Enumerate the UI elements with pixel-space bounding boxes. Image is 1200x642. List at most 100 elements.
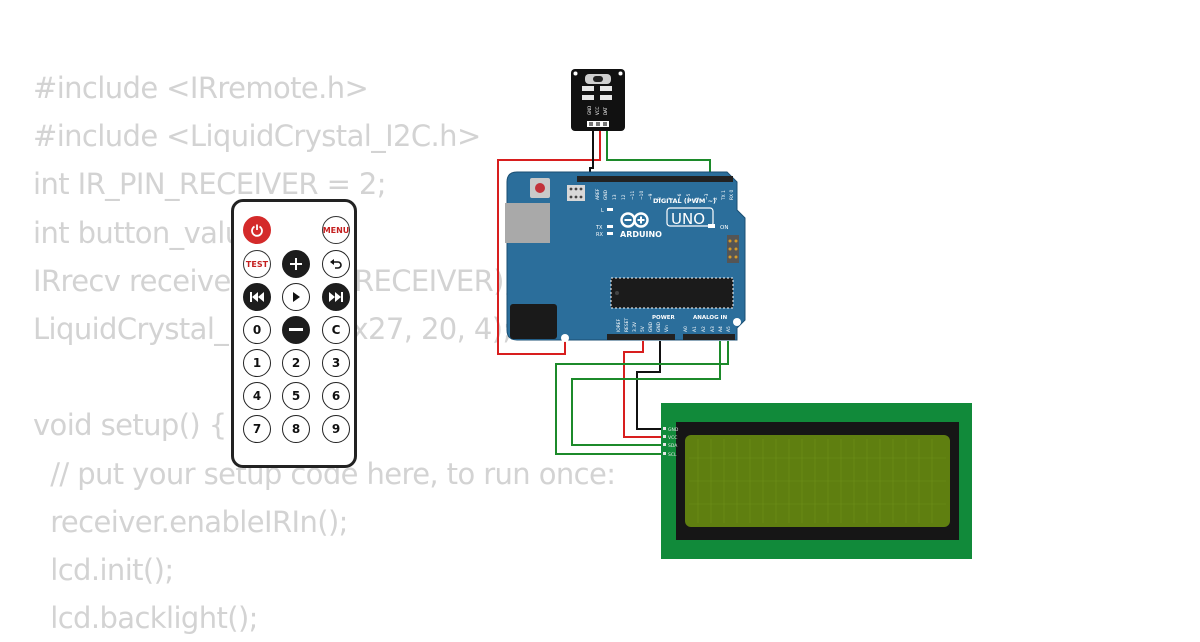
svg-text:RESET: RESET	[624, 318, 630, 332]
power-jack	[510, 304, 557, 339]
digital-pin-labels: AREF GND 13 12 ~11 ~10 ~9 8 7 ~6 ~5 4 ~3…	[595, 188, 735, 201]
ir-remote-control: MENU TEST 0 C 1 2 3 4 5 6 7 8 9	[231, 199, 357, 468]
minus-icon	[289, 328, 303, 331]
usb-connector	[505, 203, 550, 243]
analog-pin-labels: A0 A1 A2 A3 A4 A5	[683, 326, 732, 332]
svg-text:~3: ~3	[704, 193, 710, 200]
ir-receiver-module[interactable]: GND VCC DAT	[571, 69, 625, 131]
digit-9-button[interactable]: 9	[322, 415, 350, 443]
led-label-l: L	[601, 208, 604, 214]
led-label-tx: TX	[595, 225, 603, 231]
ir-pin-label-vcc: VCC	[595, 106, 600, 115]
code-line: lcd.backlight();	[33, 601, 258, 636]
digital-header-label: DIGITAL (PWM ~)	[653, 197, 716, 205]
back-arrow-icon	[330, 259, 342, 269]
digit-5-button[interactable]: 5	[282, 382, 310, 410]
wire-lcd-gnd	[636, 341, 665, 430]
on-led-label: ON	[720, 225, 728, 231]
svg-text:IOREF: IOREF	[616, 318, 622, 332]
power-pin-labels: IOREF RESET 3.3V 5V GND GND Vin	[616, 318, 670, 332]
play-button[interactable]	[282, 283, 310, 311]
digit-7-button[interactable]: 7	[243, 415, 271, 443]
arduino-uno-board[interactable]: AREF GND 13 12 ~11 ~10 ~9 8 7 ~6 ~5 4 ~3…	[503, 170, 747, 342]
svg-text:GND: GND	[648, 321, 654, 332]
play-icon	[293, 292, 300, 302]
test-button[interactable]: TEST	[243, 250, 271, 278]
volume-up-button[interactable]	[282, 250, 310, 278]
board-brand: ARDUINO	[620, 230, 662, 239]
svg-text:3.3V: 3.3V	[632, 322, 638, 332]
previous-button[interactable]	[243, 283, 271, 311]
svg-text:7: 7	[668, 197, 674, 200]
svg-text:12: 12	[621, 194, 627, 200]
svg-text:2: 2	[713, 197, 719, 200]
svg-text:RX 0: RX 0	[729, 190, 735, 200]
analog-header-label: ANALOG IN	[693, 315, 728, 321]
svg-text:13: 13	[612, 194, 618, 200]
volume-down-button[interactable]	[282, 316, 310, 344]
svg-text:~10: ~10	[639, 191, 645, 200]
svg-text:AREF: AREF	[595, 188, 601, 200]
wire-ir-vcc	[497, 128, 601, 355]
wire-lcd-sda	[571, 341, 721, 446]
wire-lcd-vcc	[623, 341, 665, 438]
led-label-rx: RX	[596, 232, 603, 238]
code-line: // put your setup code here, to run once…	[33, 456, 616, 491]
svg-text:A5: A5	[726, 326, 732, 332]
menu-button[interactable]: MENU	[322, 216, 350, 244]
svg-text:4: 4	[695, 197, 701, 200]
lcd-pin-label-vcc: VCC	[668, 435, 677, 441]
next-icon	[329, 292, 343, 302]
svg-text:~9: ~9	[648, 193, 654, 200]
digit-3-button[interactable]: 3	[322, 349, 350, 377]
ir-pin-label-gnd: GND	[587, 106, 592, 115]
lcd-character-grid	[689, 439, 946, 523]
power-header	[607, 334, 675, 340]
svg-text:TX 1: TX 1	[721, 190, 727, 201]
wire-lcd-scl	[555, 341, 729, 455]
digital-header	[577, 176, 733, 182]
power-button[interactable]	[243, 216, 271, 244]
ir-pin-label-dat: DAT	[603, 107, 608, 115]
digit-4-button[interactable]: 4	[243, 382, 271, 410]
digit-8-button[interactable]: 8	[282, 415, 310, 443]
svg-text:Vin: Vin	[664, 325, 670, 332]
svg-text:A4: A4	[718, 326, 724, 332]
digit-2-button[interactable]: 2	[282, 349, 310, 377]
svg-text:5V: 5V	[640, 326, 646, 332]
svg-text:~6: ~6	[677, 193, 683, 200]
next-button[interactable]	[322, 283, 350, 311]
lcd-pin-label-gnd: GND	[668, 427, 679, 433]
code-line: receiver.enableIRIn();	[33, 504, 348, 539]
svg-text:A1: A1	[692, 326, 698, 332]
svg-text:~5: ~5	[686, 193, 692, 200]
plus-icon	[290, 258, 302, 270]
clear-button[interactable]: C	[322, 316, 350, 344]
code-line: int IR_PIN_RECEIVER = 2;	[33, 167, 387, 202]
svg-text:~11: ~11	[630, 191, 636, 200]
lcd-pin-label-sda: SDA	[668, 443, 678, 449]
arduino-logo-icon	[620, 212, 649, 228]
svg-text:A0: A0	[683, 326, 689, 332]
svg-text:A3: A3	[710, 326, 716, 332]
power-icon	[251, 224, 263, 237]
analog-header	[683, 334, 735, 340]
lcd-display[interactable]: GND VCC SDA SCL	[661, 403, 972, 559]
svg-text:8: 8	[657, 197, 663, 200]
svg-text:GND: GND	[656, 321, 662, 332]
code-line: void setup() {	[33, 408, 227, 443]
svg-text:A2: A2	[701, 326, 707, 332]
back-button[interactable]	[322, 250, 350, 278]
previous-icon	[250, 292, 264, 302]
code-line: #include <LiquidCrystal_I2C.h>	[33, 119, 481, 154]
svg-text:GND: GND	[603, 189, 609, 200]
lcd-pin-label-scl: SCL	[668, 452, 677, 458]
microcontroller-chip	[610, 277, 734, 309]
digit-6-button[interactable]: 6	[322, 382, 350, 410]
board-model: UNO	[671, 210, 705, 228]
digit-0-button[interactable]: 0	[243, 316, 271, 344]
digit-1-button[interactable]: 1	[243, 349, 271, 377]
code-line: lcd.init();	[33, 552, 174, 587]
power-header-label: POWER	[652, 315, 676, 321]
